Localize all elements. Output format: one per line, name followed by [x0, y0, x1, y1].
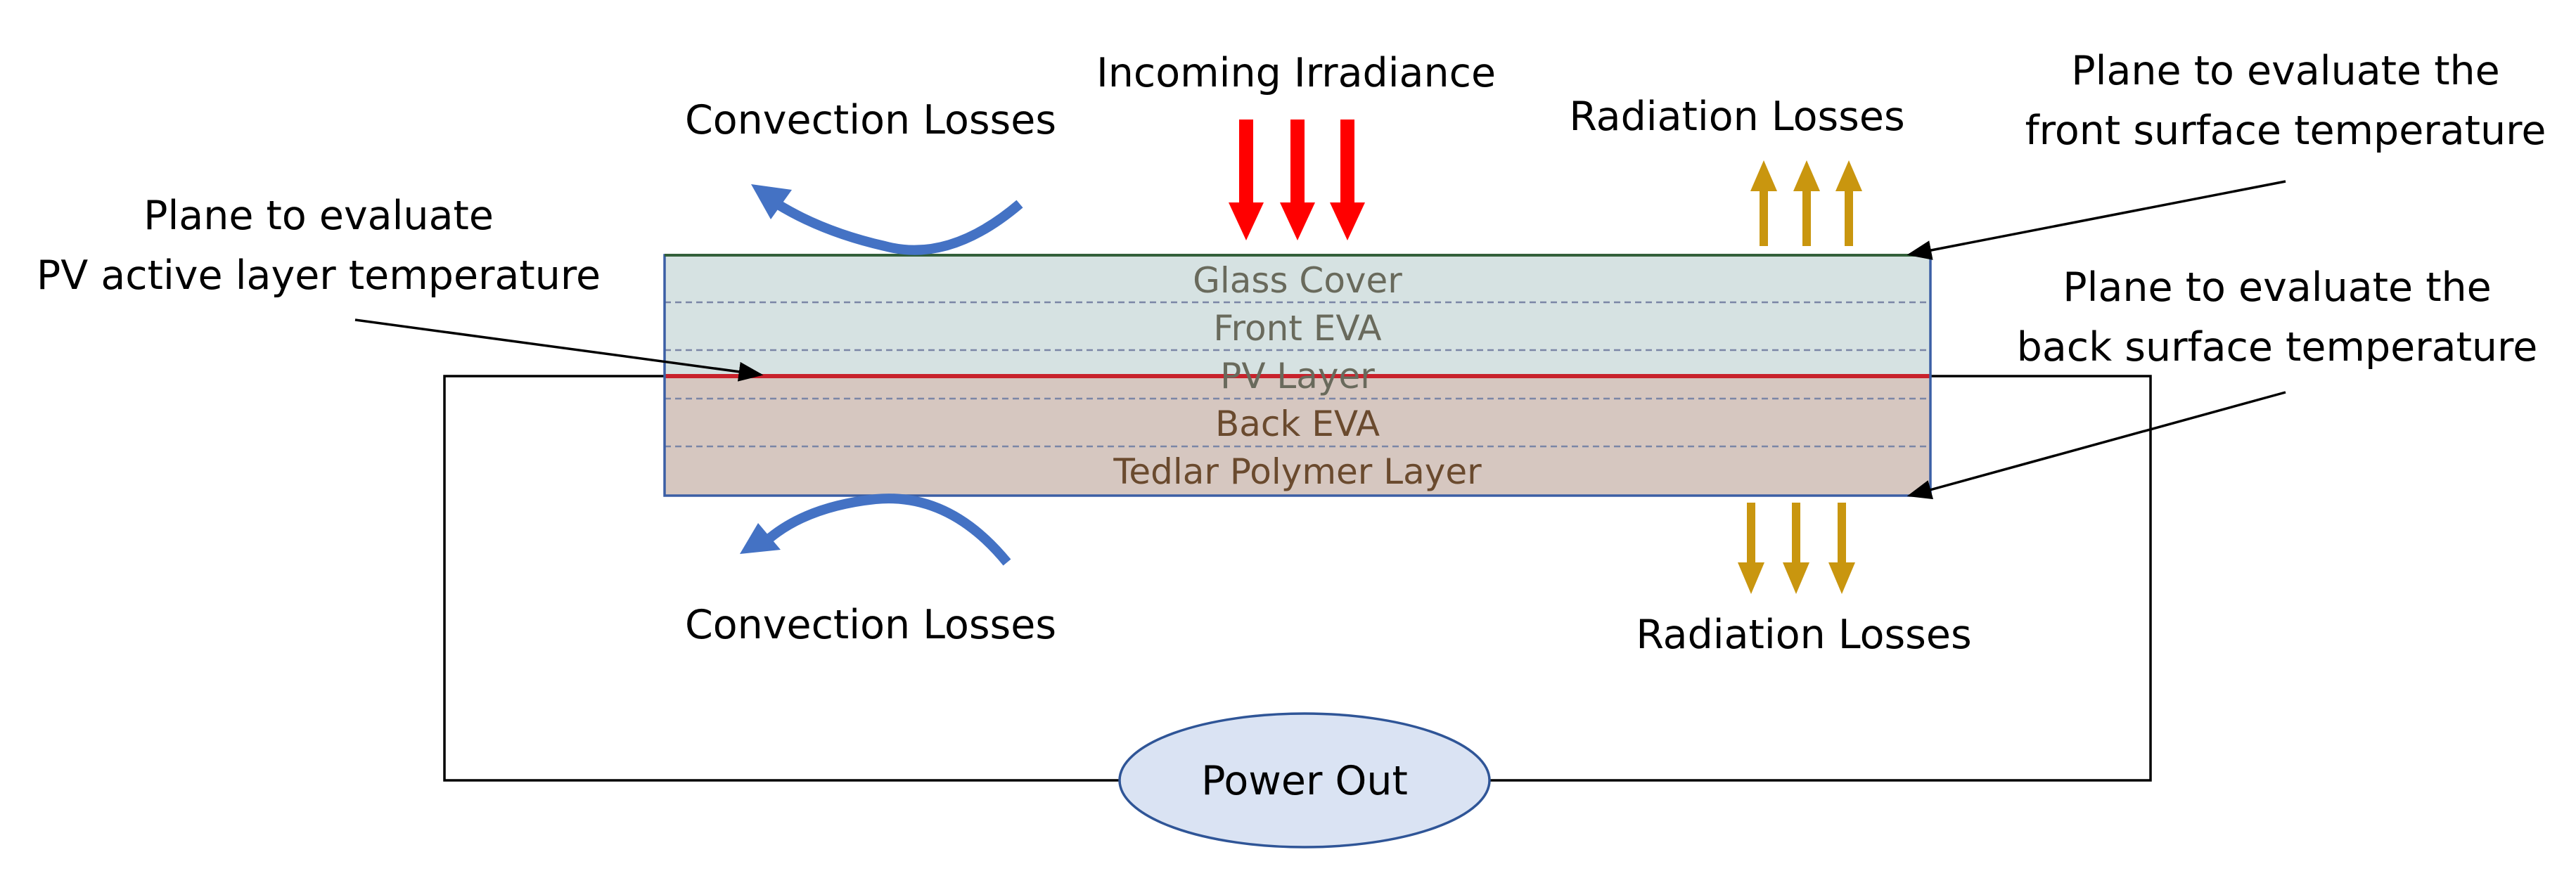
back-plane-pointer	[1907, 391, 2286, 500]
front-plane-label-line2: front surface temperature	[2025, 108, 2546, 154]
layer-pv	[665, 350, 1930, 376]
layer-tedlar	[665, 446, 1930, 496]
back-plane-label-line1: Plane to evaluate the	[2063, 264, 2492, 311]
radiation-losses-top-label: Radiation Losses	[1569, 93, 1904, 140]
irradiance-arrows	[1229, 120, 1365, 240]
back-plane-label-line2: back surface temperature	[2017, 324, 2538, 370]
layer-glass-cover	[665, 255, 1930, 302]
convection-losses-top-label: Convection Losses	[685, 97, 1056, 143]
radiation-arrow-top-1	[1750, 160, 1777, 246]
convection-losses-bottom-label: Convection Losses	[685, 602, 1056, 648]
radiation-arrow-bottom-3	[1828, 503, 1855, 594]
incoming-irradiance-label: Incoming Irradiance	[1096, 50, 1496, 96]
radiation-arrows-top	[1750, 160, 1862, 246]
pv-plane-label-line1: Plane to evaluate	[143, 193, 494, 239]
pv-plane-label-line2: PV active layer temperature	[37, 252, 601, 299]
layer-label-glass-cover: Glass Cover	[1193, 260, 1402, 301]
front-plane-label-line1: Plane to evaluate the	[2071, 48, 2500, 94]
pv-module: Glass Cover Front EVA PV Layer Back EVA …	[663, 254, 1932, 497]
layer-label-tedlar: Tedlar Polymer Layer	[1113, 451, 1482, 492]
convection-arrow-bottom	[740, 494, 1011, 566]
convection-arrow-top	[751, 184, 1023, 255]
radiation-arrow-bottom-1	[1738, 503, 1764, 594]
layer-dividers	[665, 301, 1930, 448]
layer-front-eva	[665, 302, 1930, 350]
irradiance-arrow-1	[1229, 120, 1264, 240]
layer-label-pv-layer: PV Layer	[1220, 356, 1375, 396]
radiation-arrows-bottom	[1738, 503, 1855, 594]
circuit-wires	[443, 375, 2152, 782]
radiation-losses-bottom-label: Radiation Losses	[1636, 612, 1971, 658]
irradiance-arrow-2	[1280, 120, 1315, 240]
layer-label-back-eva: Back EVA	[1215, 404, 1380, 444]
irradiance-arrow-3	[1330, 120, 1365, 240]
radiation-arrow-top-3	[1835, 160, 1862, 246]
radiation-arrow-top-2	[1793, 160, 1820, 246]
layer-pv-lower	[665, 376, 1930, 399]
power-out-ellipse	[1118, 712, 1491, 849]
power-out-label: Power Out	[1201, 758, 1408, 804]
layer-label-front-eva: Front EVA	[1213, 308, 1381, 349]
layer-back-eva	[665, 399, 1930, 446]
pv-plane-pointer	[354, 318, 764, 382]
radiation-arrow-bottom-2	[1783, 503, 1809, 594]
front-plane-pointer	[1907, 180, 2286, 260]
